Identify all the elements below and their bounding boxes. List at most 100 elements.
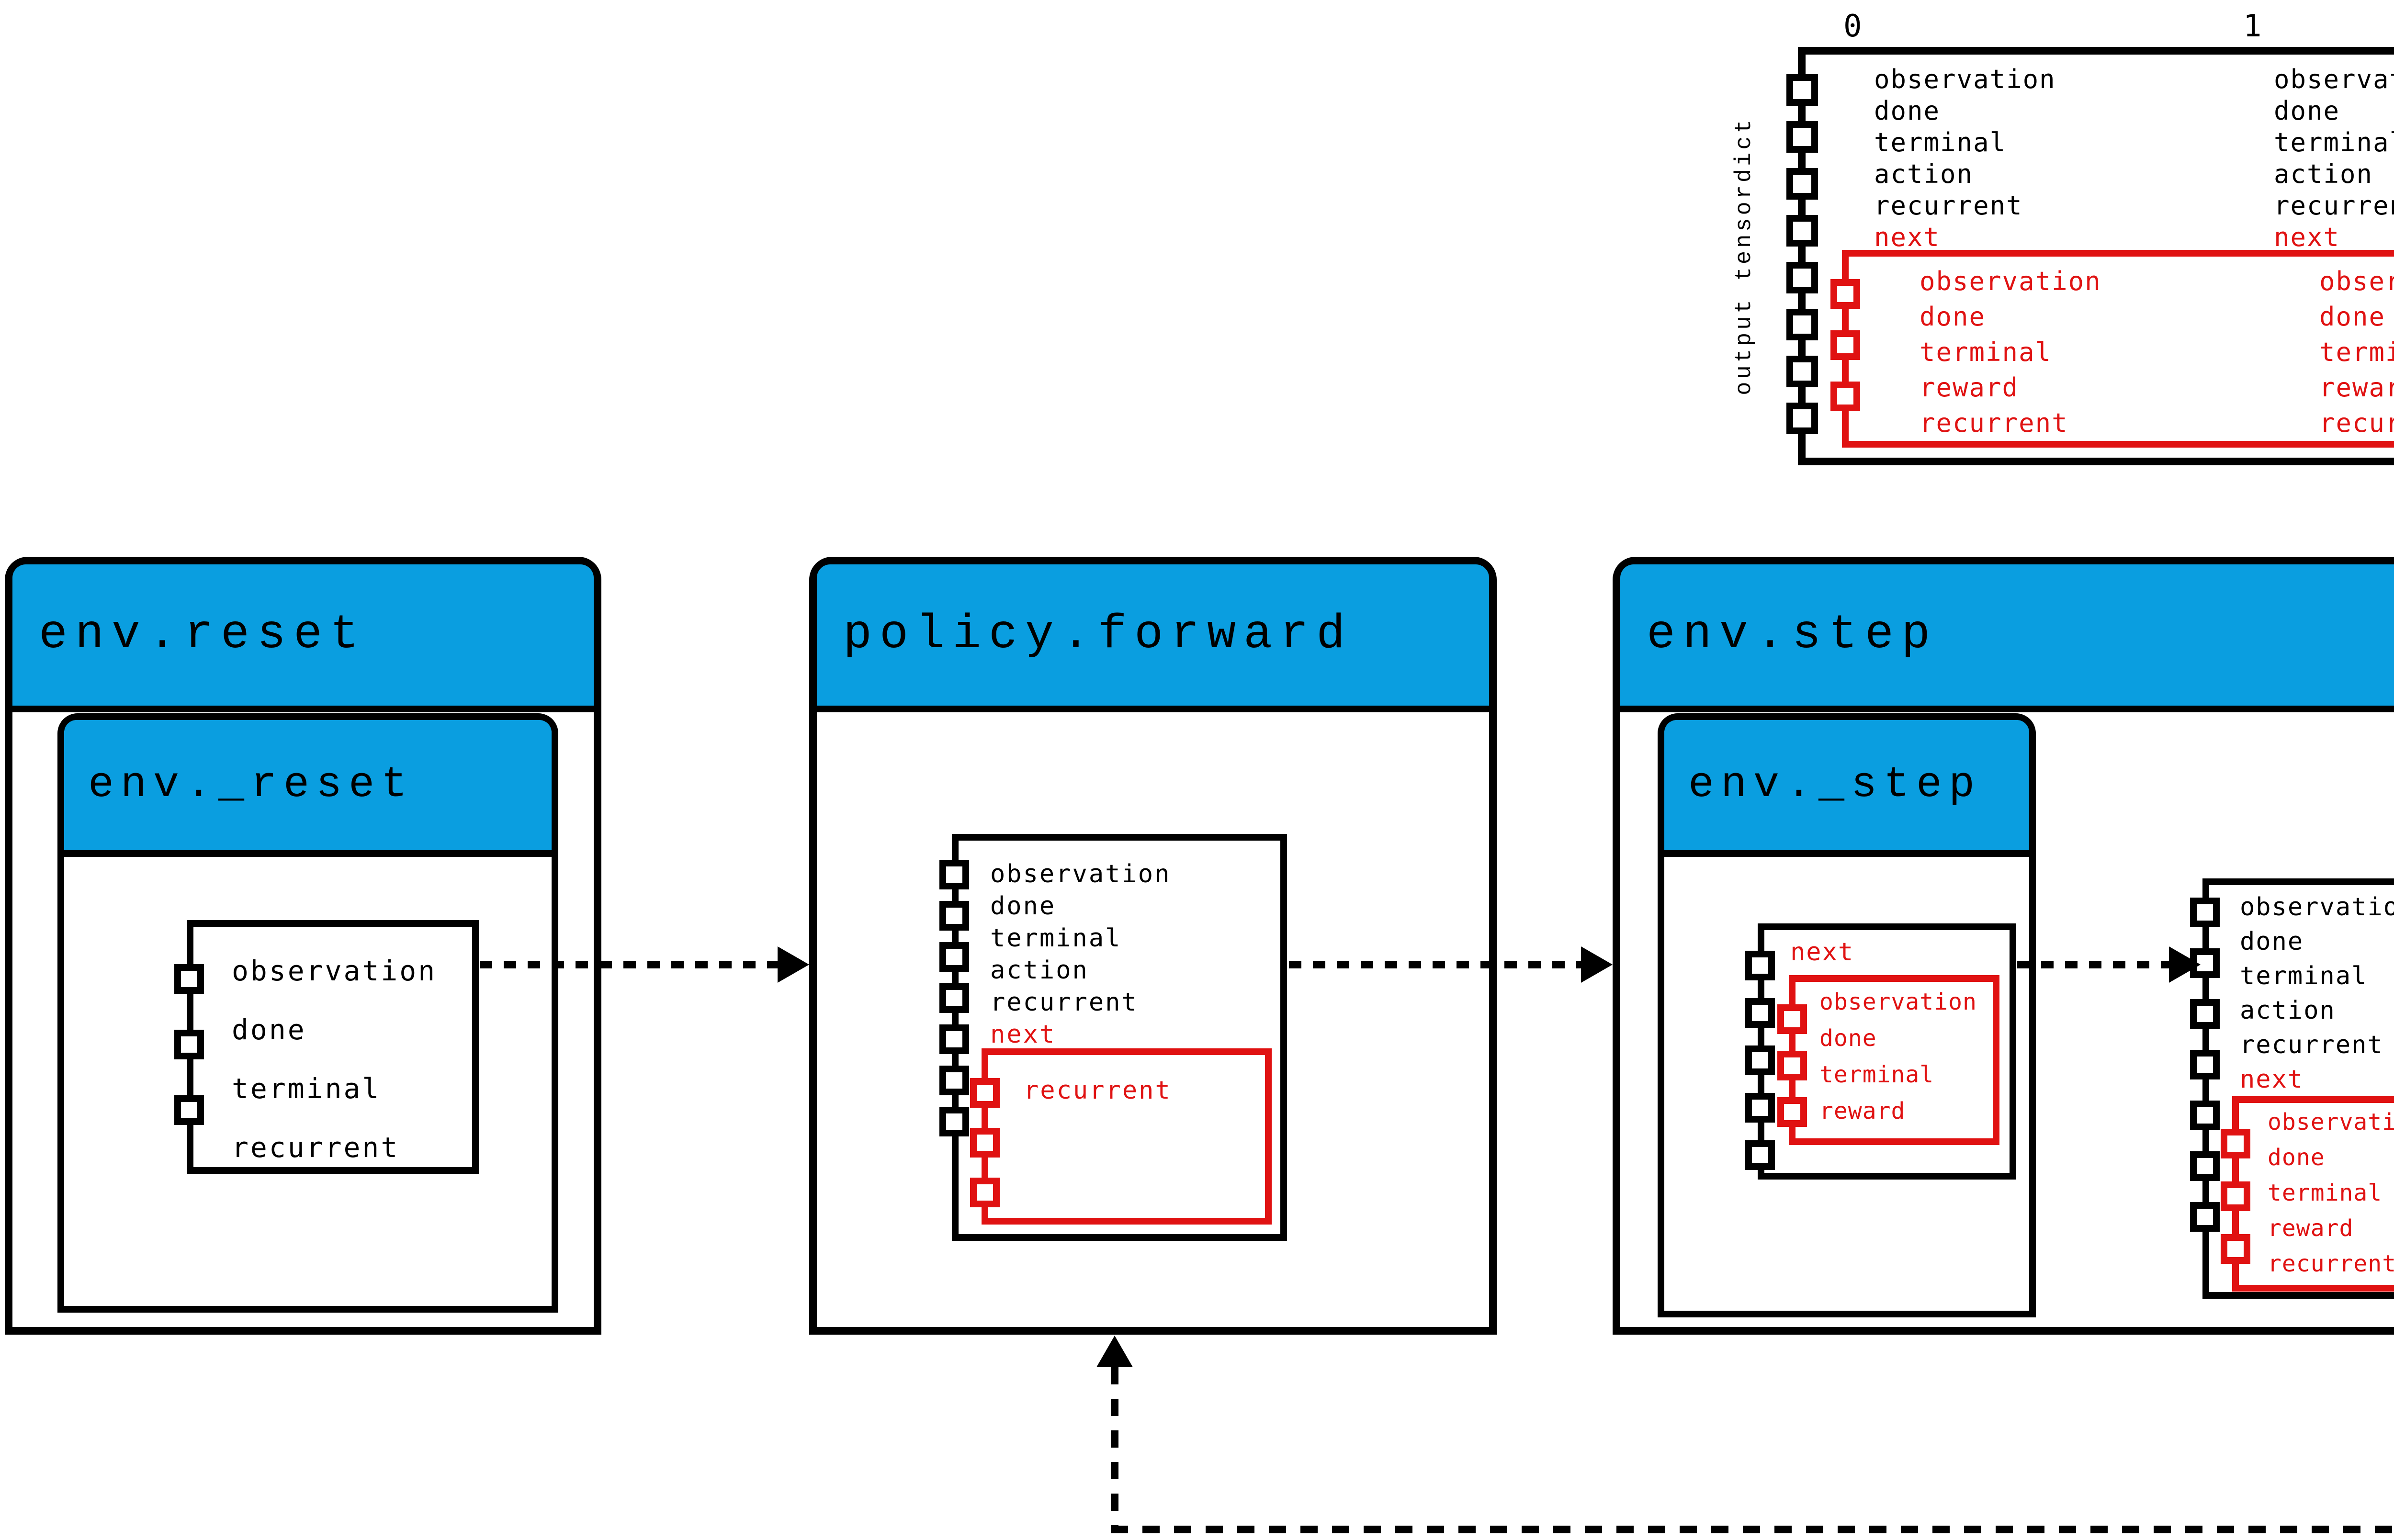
output-column-0: observation done terminal action recurre…: [1874, 64, 2056, 254]
arrowhead-right-icon: [778, 946, 809, 983]
output-column-0-next-keys: observation done terminal reward recurre…: [1920, 266, 2101, 443]
binder-square: [2190, 1050, 2220, 1079]
td-key: done: [2274, 96, 2340, 126]
next-subdict-box: observation done terminal reward: [1777, 975, 1999, 1145]
binder-square: [1786, 168, 1818, 200]
td-key: done: [2240, 927, 2304, 956]
binder-square: [1786, 309, 1818, 340]
binder-square: [1830, 382, 1860, 411]
binder-square: [1745, 998, 1775, 1028]
binder-square: [2190, 1101, 2220, 1130]
binder-square: [1786, 215, 1818, 247]
td-key: terminal: [2274, 127, 2394, 157]
arrow-policy-to-env-step: [1289, 961, 1582, 968]
next-subdict-box: observation done terminal reward recurre…: [2221, 1096, 2394, 1292]
td-key: recurrent: [232, 1131, 400, 1164]
box-title: env.step: [1647, 608, 1938, 662]
td-key: done: [232, 1013, 306, 1046]
binder-square: [1786, 74, 1818, 106]
td-key: observation: [990, 860, 1171, 888]
column-index-0: 0: [1843, 9, 1862, 44]
td-key: done: [1819, 1025, 1877, 1052]
binder-square: [1777, 1004, 1807, 1034]
output-next-subdict-box: [1830, 250, 2394, 448]
tensordict-env-step-output: observation done terminal action recurre…: [2190, 878, 2394, 1299]
output-tensordict-vertical-label: output tensordict: [1732, 117, 1757, 395]
binder-square: [1745, 1093, 1775, 1123]
td-key-next: next: [2274, 222, 2340, 252]
arrowhead-right-icon: [2169, 946, 2201, 983]
binder-square: [939, 860, 969, 889]
column-index-1: 1: [2243, 9, 2262, 44]
td-key: recurrent: [2268, 1250, 2394, 1277]
tensordict-env-step-inner: next observation done terminal reward: [1745, 923, 2016, 1180]
next-subdict-box: recurrent: [970, 1048, 1272, 1225]
td-key: terminal: [2319, 337, 2394, 367]
td-key: recurrent: [1920, 408, 2068, 438]
binder-square: [939, 1066, 969, 1095]
td-key: observation: [1819, 989, 1977, 1015]
td-key: observation: [2319, 266, 2394, 296]
arrow-env-step-inner-to-output-td: [2017, 961, 2170, 968]
binder-square: [2190, 1151, 2220, 1181]
td-key: observation: [232, 955, 437, 987]
binder-square: [970, 1178, 1000, 1207]
output-column-1-next-keys: observation done terminal reward recurre…: [2319, 266, 2394, 443]
td-key: done: [2268, 1144, 2325, 1171]
td-key: terminal: [1819, 1061, 1934, 1088]
td-key-next: next: [2240, 1065, 2304, 1094]
binder-square: [1786, 356, 1818, 387]
td-key: recurrent: [1874, 191, 2023, 221]
arrowhead-right-icon: [1581, 946, 1613, 983]
td-key-next: next: [1790, 938, 1854, 967]
binder-square: [1786, 121, 1818, 153]
td-key: observation: [1920, 266, 2101, 296]
binder-square: [970, 1078, 1000, 1108]
tensordict-policy-forward: observation done terminal action recurre…: [939, 834, 1287, 1241]
box-header: policy.forward: [817, 564, 1489, 712]
box-title: env._step: [1688, 761, 1982, 809]
td-key: terminal: [1874, 127, 2007, 157]
arrowhead-up-icon: [1096, 1336, 1133, 1367]
binder-square: [939, 983, 969, 1013]
td-key: observation: [2274, 64, 2394, 94]
box-title: policy.forward: [843, 608, 1353, 662]
box-header: env.reset: [12, 564, 594, 712]
td-key: done: [1874, 96, 1941, 126]
binder-square: [939, 1107, 969, 1136]
tensordict-env-reset: observation done terminal recurrent: [174, 920, 479, 1174]
td-key: terminal: [2240, 962, 2368, 990]
td-key: recurrent: [2274, 191, 2394, 221]
td-key: observation: [2268, 1109, 2394, 1135]
td-key: action: [2274, 159, 2373, 189]
arrow-env-reset-to-policy: [480, 961, 778, 968]
binder-square: [1745, 951, 1775, 980]
td-key: done: [1920, 302, 1986, 332]
binder-square: [1830, 279, 1860, 309]
binder-square: [1777, 1051, 1807, 1080]
binder-square: [1786, 403, 1818, 434]
td-key: action: [2240, 996, 2336, 1025]
box-header: env._reset: [64, 720, 552, 857]
binder-square: [939, 942, 969, 972]
binder-square: [1745, 1140, 1775, 1170]
binder-square: [174, 964, 204, 994]
binder-square: [939, 901, 969, 931]
output-column-1: observation done terminal action recurre…: [2274, 64, 2394, 254]
feedback-line-across: [1111, 1526, 2394, 1533]
box-header: env._step: [1664, 720, 2029, 857]
binder-square: [2190, 999, 2220, 1029]
td-key: observation: [2240, 893, 2394, 922]
binder-square: [1830, 330, 1860, 360]
td-key: terminal: [990, 924, 1122, 953]
td-key: terminal: [1920, 337, 2052, 367]
td-key: done: [990, 892, 1056, 921]
td-key: action: [1874, 159, 1974, 189]
binder-square: [939, 1024, 969, 1054]
td-key-next: next: [1874, 222, 1941, 252]
binder-square: [2221, 1129, 2250, 1158]
td-key: observation: [1874, 64, 2056, 94]
binder-square: [2221, 1181, 2250, 1211]
binder-square: [970, 1128, 1000, 1158]
td-key: action: [990, 956, 1089, 985]
